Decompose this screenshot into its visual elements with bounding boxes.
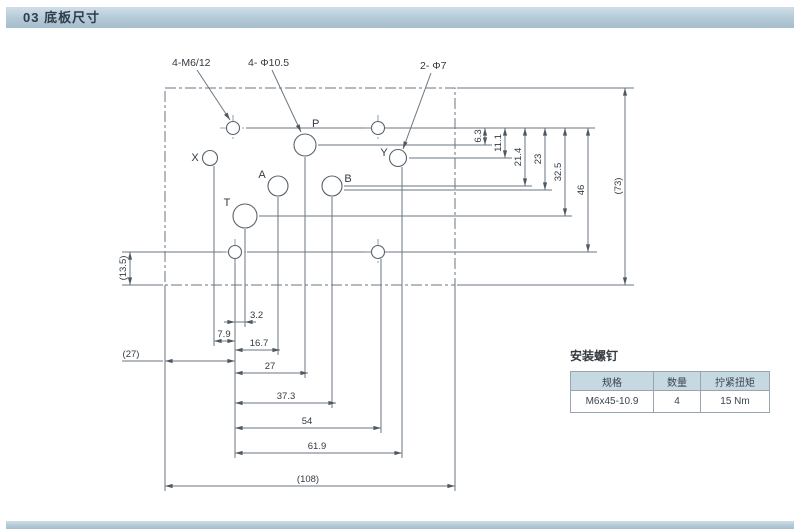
- screw-spec-cell: M6x45-10.9: [570, 390, 654, 413]
- screw-table-data-row: M6x45-10.9 4 15 Nm: [570, 390, 770, 413]
- dimension-text: 3.2: [250, 310, 263, 321]
- dimension-text: (13.5): [118, 256, 129, 281]
- leader-line: [271, 69, 302, 133]
- callout-pilot-ports: 2- Φ7: [420, 60, 447, 72]
- mounting-hole: [370, 244, 386, 260]
- port-hole-y: [388, 148, 408, 168]
- dimension-text: 11.1: [493, 134, 504, 152]
- dimension-text: (108): [297, 474, 319, 485]
- port-label-x: X: [191, 152, 199, 164]
- dimensions-right: 6.3 11.1 21.4 23 32.5 46 (73): [473, 87, 628, 286]
- leader-line: [196, 69, 231, 121]
- screw-table-header-torque: 拧紧扭矩: [700, 371, 770, 391]
- dimension-text: 61.9: [308, 441, 327, 452]
- screw-torque-cell: 15 Nm: [700, 390, 770, 413]
- port-label-a: A: [258, 169, 266, 181]
- callouts: 4-M6/12 4- Φ10.5 2- Φ7: [172, 57, 447, 150]
- dimension-text: 16.7: [250, 338, 269, 349]
- port-labels: X P A B T Y: [191, 118, 388, 209]
- port-hole-p: [293, 133, 317, 157]
- screw-table-header-spec: 规格: [570, 371, 654, 391]
- dimension-text: 27: [265, 361, 276, 372]
- port-hole-b: [321, 175, 343, 197]
- section-header-bar: 03 底板尺寸: [6, 7, 794, 28]
- dimension-text: 37.3: [277, 391, 296, 402]
- mounting-hole: [227, 244, 243, 260]
- screw-table-section: 安装螺钉 规格 数量 拧紧扭矩 M6x45-10.9 4 15 Nm: [570, 347, 770, 413]
- screw-table-header-row: 规格 数量 拧紧扭矩: [570, 371, 770, 391]
- port-label-t: T: [224, 197, 231, 209]
- port-hole-t: [232, 203, 258, 229]
- extension-lines: [122, 87, 634, 491]
- dimension-left: (13.5): [118, 251, 133, 286]
- screw-table-header-qty: 数量: [653, 371, 701, 391]
- dimension-text: 7.9: [217, 329, 230, 340]
- port-label-p: P: [312, 118, 319, 130]
- screw-table-title: 安装螺钉: [570, 349, 619, 363]
- dimension-text: 21.4: [513, 148, 524, 167]
- dimension-text: 6.3: [473, 129, 484, 142]
- callout-mounting-holes: 4-M6/12: [172, 57, 211, 69]
- leader-line: [402, 72, 432, 150]
- dimension-text: 46: [576, 185, 587, 196]
- port-label-b: B: [344, 173, 351, 185]
- mounting-hole: [370, 120, 386, 136]
- screw-qty-cell: 4: [653, 390, 701, 413]
- dimension-text: 32.5: [553, 163, 564, 182]
- port-label-y: Y: [380, 147, 388, 159]
- screw-table: 规格 数量 拧紧扭矩 M6x45-10.9 4 15 Nm: [570, 371, 770, 413]
- section-title: 03 底板尺寸: [23, 10, 101, 25]
- footer-bar: [6, 521, 794, 529]
- mounting-hole: [225, 120, 241, 136]
- dimension-text: 23: [533, 154, 544, 165]
- dimensions-bottom: 3.2 7.9 16.7 (27) 27 37.3 54 61.9: [122, 310, 456, 489]
- dimension-text: 54: [302, 416, 313, 427]
- callout-main-ports: 4- Φ10.5: [248, 57, 289, 69]
- port-hole-a: [267, 175, 289, 197]
- port-hole-x: [201, 149, 219, 167]
- holes: [201, 120, 408, 260]
- dimension-text: (73): [613, 178, 624, 195]
- dimension-text: (27): [123, 349, 140, 360]
